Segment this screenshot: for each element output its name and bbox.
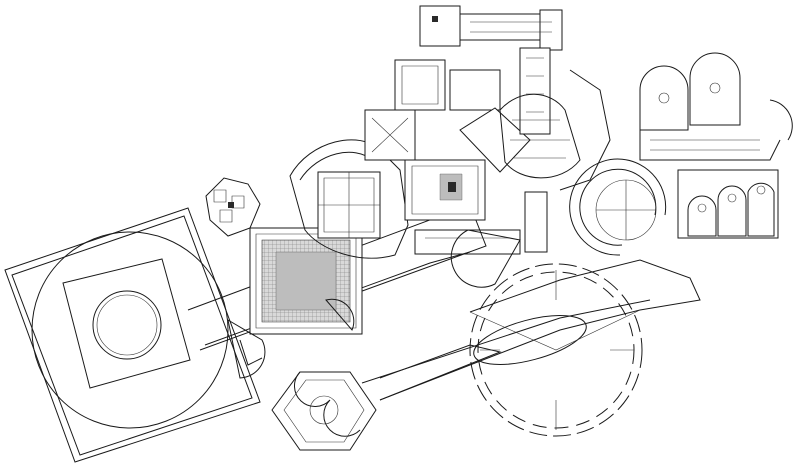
- east-curved-wing: [500, 70, 610, 190]
- pavilion-northwest: [206, 178, 260, 236]
- west-courtyard: [5, 208, 260, 462]
- hexagonal-pavilion: [272, 372, 376, 450]
- east-arcade-building: [678, 170, 778, 238]
- dashed-rotunda: [469, 264, 642, 436]
- grid-library-block: [228, 228, 362, 378]
- c-shaped-rotunda: [570, 159, 666, 255]
- north-wing: [420, 6, 562, 134]
- northeast-chapels: [640, 53, 792, 160]
- central-complex: [365, 60, 547, 287]
